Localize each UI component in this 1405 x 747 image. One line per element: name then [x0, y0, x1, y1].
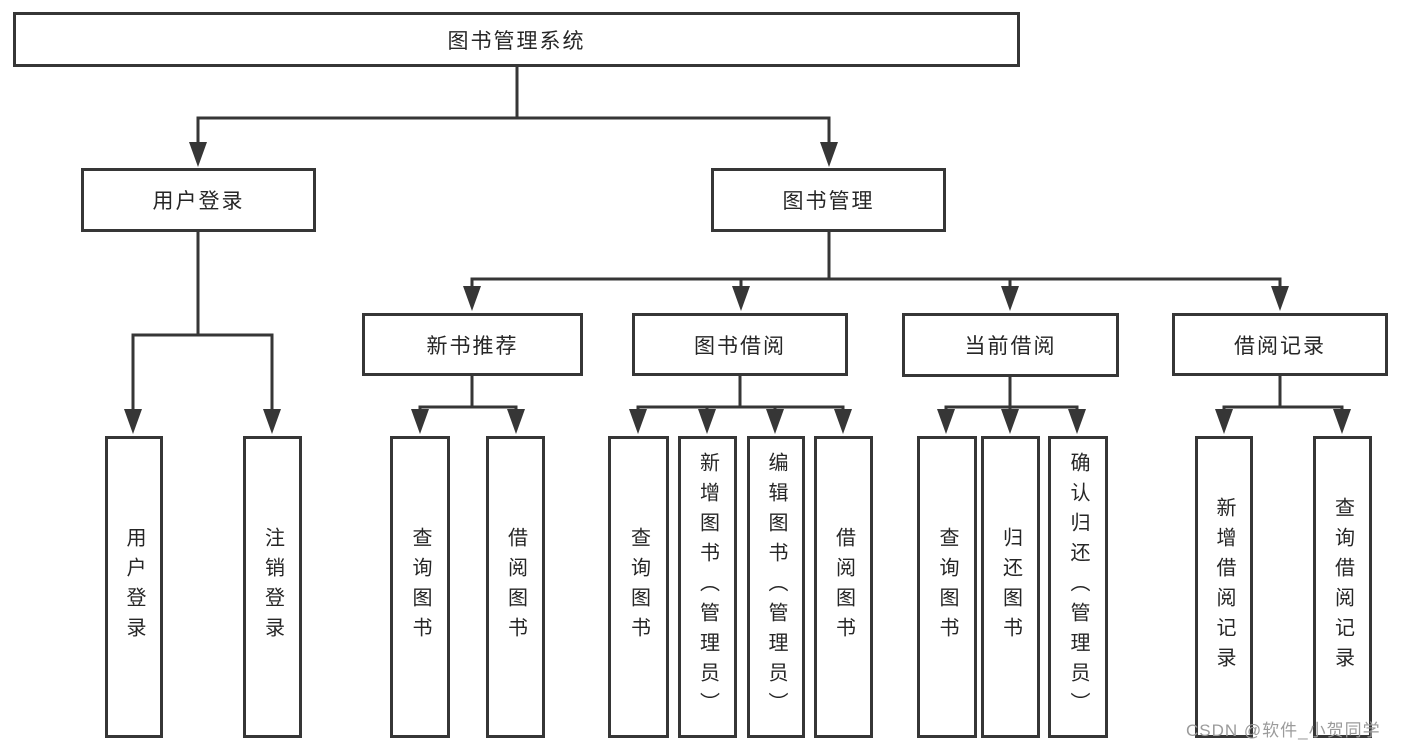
- leaf-newbooks-query-label: 查询图书: [409, 527, 431, 647]
- leaf-user-login-label: 用户登录: [123, 527, 145, 647]
- leaf-newbooks-query: 查询图书: [390, 436, 450, 738]
- leaf-borrow-add-admin-label: 新增图书（管理员）: [696, 452, 719, 722]
- leaf-newbooks-borrow: 借阅图书: [486, 436, 545, 738]
- leaf-borrow-edit-admin: 编辑图书（管理员）: [747, 436, 805, 738]
- leaf-current-confirm-admin-label: 确认归还（管理员）: [1067, 452, 1089, 722]
- node-new-book-recommend: 新书推荐: [362, 313, 583, 376]
- leaf-borrow-borrow: 借阅图书: [814, 436, 873, 738]
- node-library-system: 图书管理系统: [13, 12, 1020, 67]
- leaf-borrow-borrow-label: 借阅图书: [832, 527, 855, 647]
- leaf-user-login: 用户登录: [105, 436, 163, 738]
- leaf-current-return-label: 归还图书: [999, 527, 1022, 647]
- csdn-watermark: CSDN @软件_小贺同学: [1186, 721, 1381, 740]
- leaf-borrow-edit-admin-label: 编辑图书（管理员）: [765, 452, 787, 722]
- leaf-records-add-label: 新增借阅记录: [1213, 497, 1235, 677]
- node-book-management: 图书管理: [711, 168, 946, 232]
- leaf-borrow-query-label: 查询图书: [627, 527, 650, 647]
- leaf-borrow-add-admin: 新增图书（管理员）: [678, 436, 737, 738]
- leaf-current-query: 查询图书: [917, 436, 977, 738]
- leaf-newbooks-borrow-label: 借阅图书: [504, 527, 527, 647]
- leaf-logout: 注销登录: [243, 436, 302, 738]
- node-user-login: 用户登录: [81, 168, 316, 232]
- node-borrowing-records: 借阅记录: [1172, 313, 1388, 376]
- arrow-down-icons: [124, 142, 1351, 434]
- leaf-records-query-label: 查询借阅记录: [1331, 497, 1354, 677]
- node-current-borrowing: 当前借阅: [902, 313, 1119, 377]
- leaf-current-confirm-admin: 确认归还（管理员）: [1048, 436, 1108, 738]
- leaf-current-return: 归还图书: [981, 436, 1040, 738]
- leaf-logout-label: 注销登录: [261, 527, 284, 647]
- leaf-current-query-label: 查询图书: [936, 527, 958, 647]
- leaf-borrow-query: 查询图书: [608, 436, 669, 738]
- node-book-borrowing: 图书借阅: [632, 313, 848, 376]
- leaf-records-query: 查询借阅记录: [1313, 436, 1372, 738]
- leaf-records-add: 新增借阅记录: [1195, 436, 1253, 738]
